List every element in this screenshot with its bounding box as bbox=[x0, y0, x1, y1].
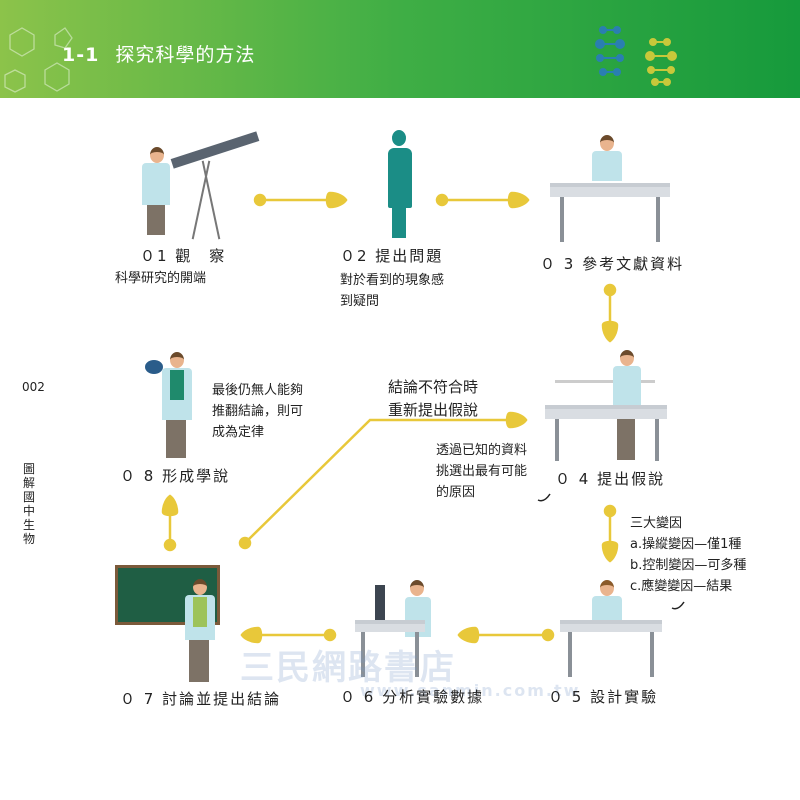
arrow-06-07 bbox=[240, 626, 337, 644]
step-08-label: ０ 8 形成學說 bbox=[120, 467, 231, 485]
arrow-02-03 bbox=[435, 191, 530, 209]
page-title: 1-1 探究科學的方法 bbox=[62, 40, 255, 67]
dna-icon bbox=[595, 26, 677, 86]
section-title: 探究科學的方法 bbox=[115, 44, 256, 66]
section-number: 1-1 bbox=[62, 44, 100, 66]
woman-thinking-illustration bbox=[380, 130, 420, 240]
chapter-header: 1-1 探究科學的方法 bbox=[0, 0, 800, 98]
step-07-label: ０ 7 討論並提出結論 bbox=[120, 690, 282, 708]
arrow-07-08 bbox=[161, 494, 179, 552]
arrow-01-02 bbox=[253, 191, 348, 209]
arrow-05-06 bbox=[457, 626, 555, 644]
step-04-note: 透過已知的資料挑選出最有可能的原因 bbox=[436, 443, 528, 500]
arrow-03-04 bbox=[601, 283, 619, 343]
scientist-experiment-illustration bbox=[560, 580, 665, 680]
scientist-reading-illustration bbox=[550, 135, 670, 245]
book-title: 圖解國中生物 bbox=[22, 462, 35, 546]
teacher-blackboard-illustration bbox=[115, 565, 230, 685]
step-01-note: 科學研究的開端 bbox=[115, 271, 207, 286]
scientist-molecule-illustration bbox=[140, 350, 200, 460]
loop-note: 結論不符合時重新提出假說 bbox=[388, 378, 479, 419]
scientist-lab-illustration bbox=[545, 350, 670, 465]
step-05-label: ０ 5 設計實驗 bbox=[548, 688, 659, 706]
scientist-telescope-illustration bbox=[130, 125, 260, 240]
step-08-note: 最後仍無人能夠推翻結論，則可成為定律 bbox=[212, 383, 304, 440]
step-02-note: 對於看到的現象感到疑問 bbox=[340, 273, 445, 309]
scientist-computer-illustration bbox=[355, 575, 445, 680]
step-06-label: ０ 6 分析實驗數據 bbox=[340, 688, 485, 706]
step-01-label: ０1 觀 察 bbox=[140, 247, 227, 265]
arrow-07-04 bbox=[238, 411, 528, 550]
molecule-icon bbox=[4, 27, 73, 93]
step-02-label: ０2 提出問題 bbox=[340, 247, 444, 265]
arrow-04-05 bbox=[601, 504, 619, 563]
step-03-label: ０ 3 參考文獻資料 bbox=[540, 255, 685, 273]
step-04-label: ０ 4 提出假說 bbox=[555, 470, 666, 488]
